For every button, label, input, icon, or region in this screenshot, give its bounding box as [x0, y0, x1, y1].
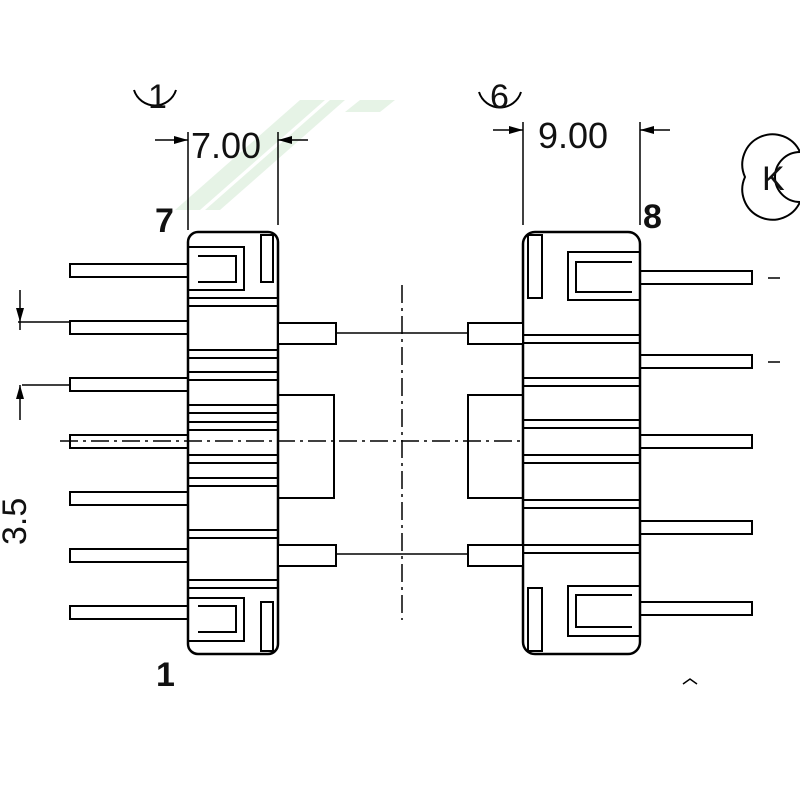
right-pin [637, 434, 753, 449]
right-view-marker: 6 [478, 78, 522, 116]
left-pin [69, 548, 191, 563]
left-pin [69, 605, 191, 620]
right-pin [637, 520, 753, 535]
left-bobbin-body [186, 230, 280, 656]
left-view-marker-label: 1 [148, 78, 167, 116]
right-bobbin-body [521, 230, 642, 656]
pitch-value: 3.5 [0, 498, 34, 545]
left-core-leg [277, 322, 337, 567]
right-pin [637, 354, 753, 369]
right-pin [637, 601, 753, 616]
right-core-leg [467, 322, 524, 567]
left-pins [69, 263, 191, 620]
left-pin [69, 320, 191, 335]
right-width-value: 9.00 [538, 115, 608, 156]
left-pin [69, 377, 191, 392]
pin-label-8: 8 [643, 198, 662, 236]
right-pins [637, 270, 753, 616]
right-flange-details [523, 234, 640, 652]
right-view-marker-label: 6 [490, 78, 509, 116]
far-right-marker: K [741, 133, 800, 221]
right-bobbin-view: 6 K 9.00 8 [467, 78, 800, 685]
pin-label-7: 7 [155, 202, 174, 240]
pitch-dimension: 3.5 [0, 290, 70, 545]
center-lines [60, 285, 690, 620]
right-pin [637, 270, 753, 285]
watermark [175, 100, 395, 210]
left-view-marker: 1 [133, 78, 177, 116]
left-width-value: 7.00 [191, 125, 261, 166]
left-width-dimension: 7.00 [155, 125, 308, 230]
left-pin [69, 491, 191, 506]
left-bobbin-view: 1 7.00 7 1 3.5 [0, 78, 337, 694]
left-flange-details [188, 234, 278, 652]
right-width-dimension: 9.00 [493, 115, 670, 225]
pin-label-1: 1 [156, 656, 175, 694]
left-pin [69, 263, 191, 278]
far-right-marker-label: K [762, 160, 785, 198]
